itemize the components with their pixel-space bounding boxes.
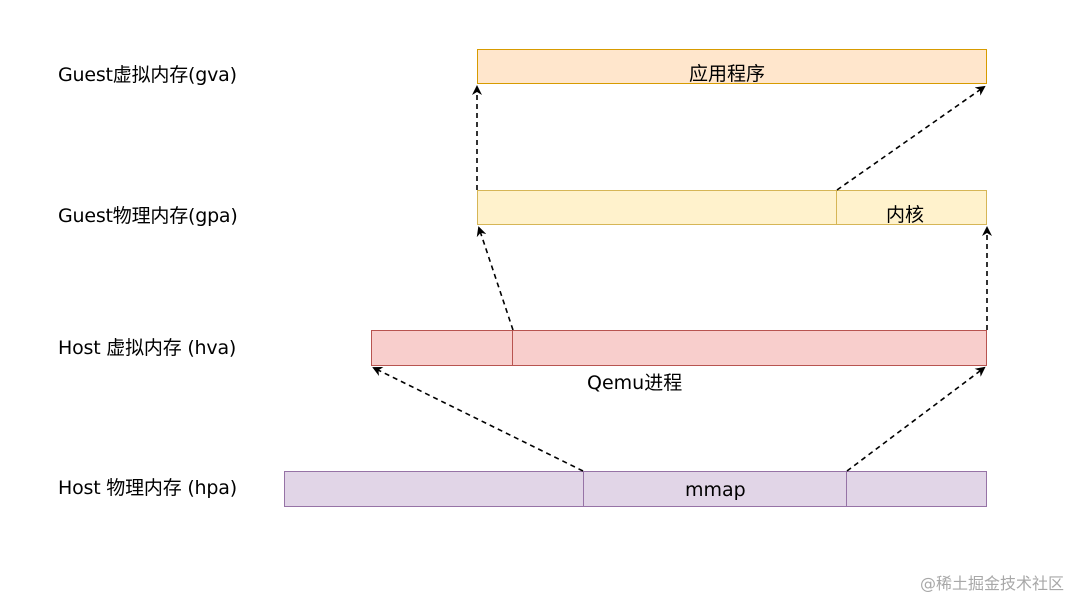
watermark: @稀土掘金技术社区 — [919, 574, 1064, 593]
gva-app-label: 应用程序 — [689, 63, 766, 85]
row-label-hpa: Host 物理内存 (hpa) — [58, 477, 237, 499]
hva-block-left — [371, 330, 514, 366]
arrow-hva-left-to-gpa — [476, 226, 514, 331]
hva-block-right — [512, 330, 987, 366]
arrow-hpa-mmap-left-to-hva — [372, 367, 584, 472]
hpa-block-right — [846, 471, 987, 507]
gpa-kernel-block — [836, 190, 987, 225]
hva-qemu-label: Qemu进程 — [587, 372, 683, 394]
row-label-hva: Host 虚拟内存 (hva) — [58, 337, 237, 359]
hpa-mmap-block — [583, 471, 848, 507]
row-label-gpa: Guest物理内存(gpa) — [58, 205, 238, 227]
hpa-mmap-label: mmap — [685, 479, 746, 501]
hpa-block-left — [284, 471, 585, 507]
arrow-hpa-mmap-right-to-hva — [846, 366, 986, 472]
gpa-kernel-label: 内核 — [886, 204, 925, 226]
gva-app-block — [477, 49, 987, 84]
gpa-block-left — [477, 190, 838, 225]
arrow-gpa-kernel-to-gva — [836, 85, 986, 191]
row-label-gva: Guest虚拟内存(gva) — [58, 64, 237, 86]
